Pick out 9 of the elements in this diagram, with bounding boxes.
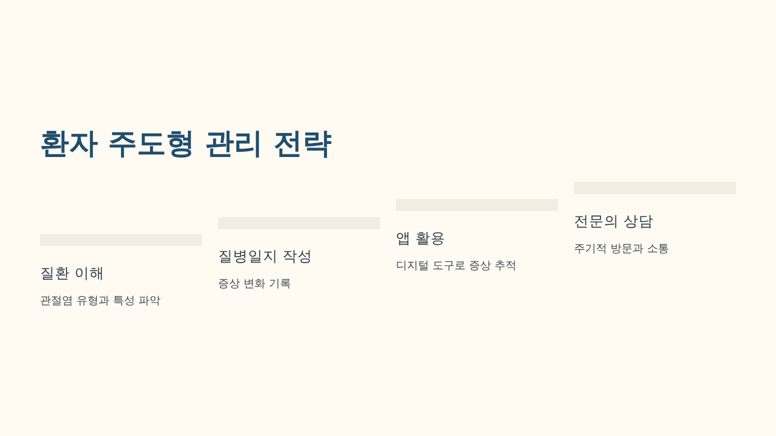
slide-title: 환자 주도형 관리 전략 <box>40 126 332 161</box>
step-description: 디지털 도구로 증상 추적 <box>396 258 516 273</box>
step-heading: 질병일지 작성 <box>218 248 313 266</box>
step-heading: 질환 이해 <box>40 265 105 283</box>
step-description: 증상 변화 기록 <box>218 276 291 291</box>
step-description: 주기적 방문과 소통 <box>574 241 669 256</box>
step-heading: 전문의 상담 <box>574 213 654 231</box>
step-heading: 앱 활용 <box>396 230 446 248</box>
step-description: 관절염 유형과 특성 파악 <box>40 293 160 308</box>
